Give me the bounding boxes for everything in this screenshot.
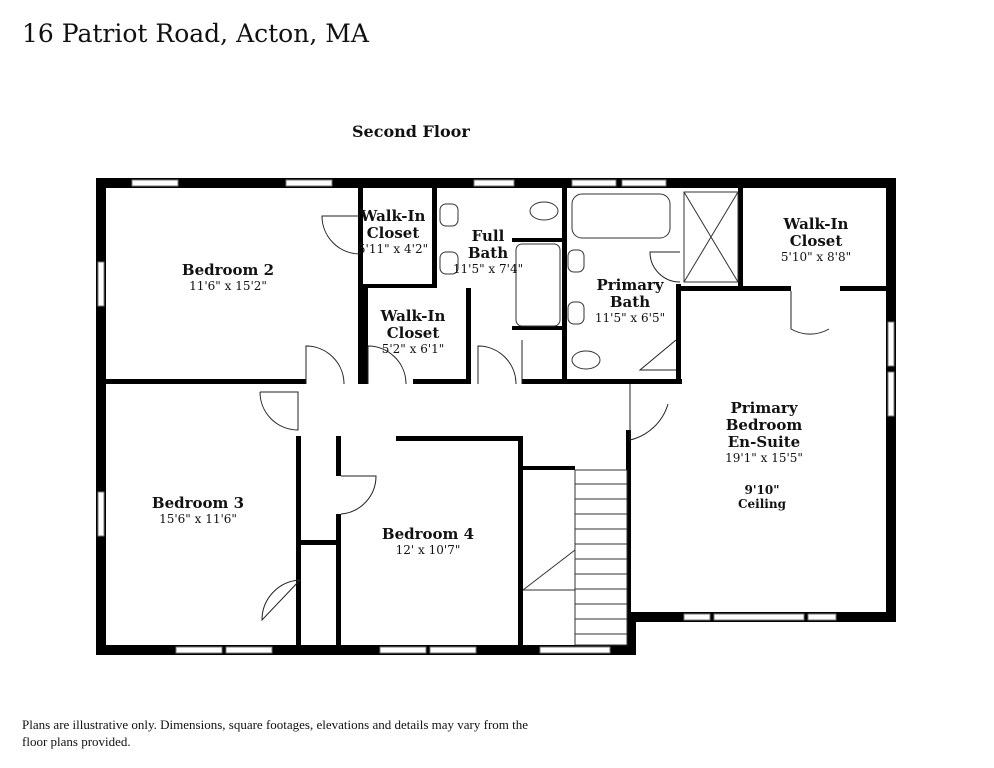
- room-name: Bath: [468, 244, 508, 262]
- doors: [259, 215, 830, 622]
- stair-landing: [522, 549, 576, 591]
- room-name: Walk-In: [360, 207, 426, 225]
- room-name: Closet: [367, 224, 420, 242]
- bath-fixtures: [439, 191, 739, 370]
- room-name: Bedroom 2: [182, 261, 274, 279]
- room-name: Walk-In: [783, 215, 849, 233]
- room-name: Bedroom 4: [382, 525, 474, 543]
- staircase: [522, 469, 628, 646]
- windows: [97, 179, 895, 654]
- room-name: Closet: [790, 232, 843, 250]
- room-name: Bath: [610, 293, 650, 311]
- room-dimensions: 12' x 10'7": [396, 543, 461, 557]
- room-dimensions: 5'10" x 8'8": [781, 250, 851, 264]
- room-name: Walk-In: [380, 307, 446, 325]
- room-dimensions: 5'11" x 4'2": [358, 242, 428, 256]
- room-name: Bedroom 3: [152, 494, 244, 512]
- floor-label: Second Floor: [352, 122, 470, 141]
- room-name: Primary: [596, 276, 664, 294]
- room-name: Bedroom: [726, 416, 803, 434]
- room-dimensions: 19'1" x 15'5": [725, 451, 803, 465]
- room-dimensions: 11'5" x 6'5": [595, 311, 665, 325]
- room-name: Primary: [730, 399, 798, 417]
- room-dimensions: 11'6" x 15'2": [189, 279, 267, 293]
- ceiling-height-note: Ceiling: [738, 497, 787, 511]
- room-dimensions: 15'6" x 11'6": [159, 512, 237, 526]
- room-dimensions: 5'2" x 6'1": [382, 342, 445, 356]
- listing-title: 16 Patriot Road, Acton, MA: [22, 19, 370, 48]
- disclaimer: Plans are illustrative only. Dimensions,…: [22, 717, 529, 749]
- room-name: Closet: [387, 324, 440, 342]
- ceiling-height-note: 9'10": [745, 483, 780, 497]
- room-dimensions: 11'5" x 7'4": [453, 262, 523, 276]
- room-labels: Bedroom 211'6" x 15'2"Walk-InCloset5'11"…: [152, 207, 851, 557]
- interior-walls: [106, 188, 890, 646]
- room-name: Full: [472, 227, 505, 245]
- room-name: En-Suite: [728, 433, 800, 451]
